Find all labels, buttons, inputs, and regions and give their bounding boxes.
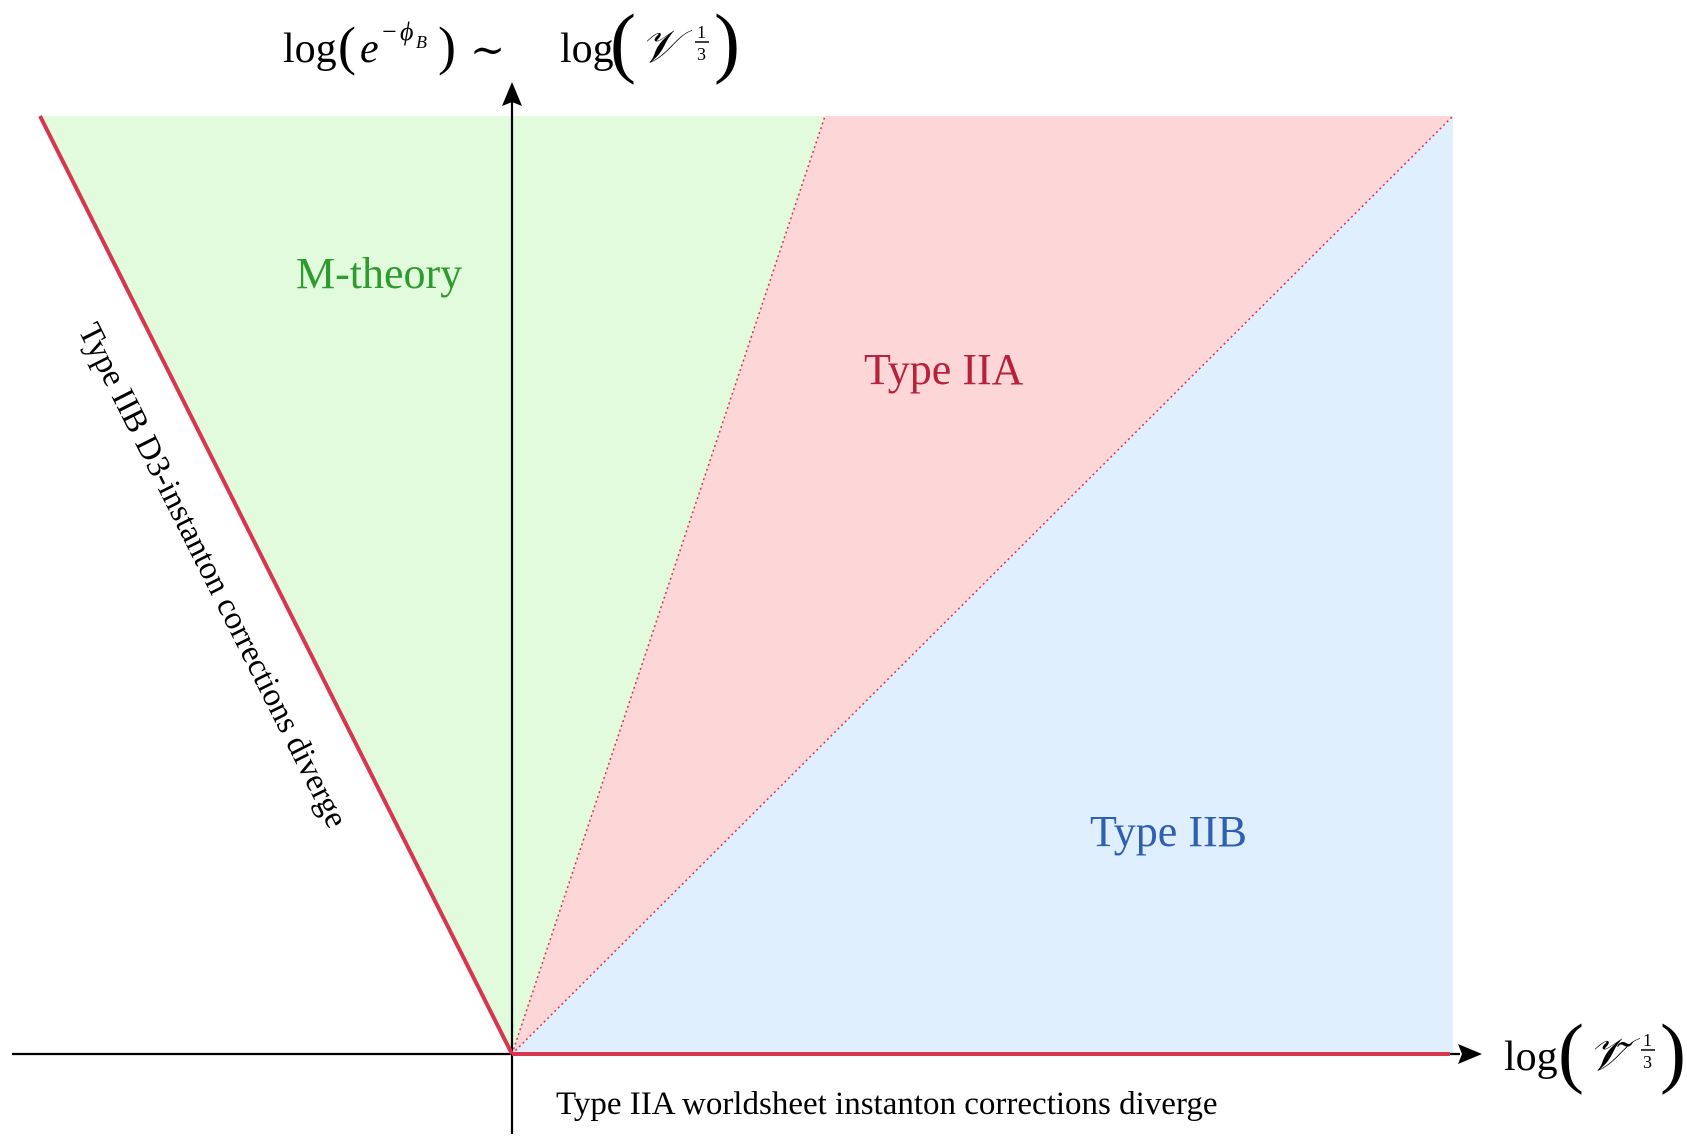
svg-text:): ) (1660, 1008, 1686, 1095)
svg-text:1: 1 (1643, 1030, 1652, 1050)
svg-text:(: ( (338, 16, 356, 76)
svg-text:e: e (360, 26, 379, 72)
m-theory-region (40, 116, 825, 1054)
svg-text:): ) (438, 16, 456, 76)
type-iia-label: Type IIA (864, 345, 1024, 394)
iia-iib-divider (511, 115, 1454, 1055)
svg-text:log: log (1504, 1034, 1558, 1080)
svg-text:−: − (382, 17, 397, 46)
x-axis-label: log ( 𝒱̃ 1 3 ) (1504, 1008, 1686, 1095)
x-axis-arrowhead (1458, 1044, 1482, 1064)
svg-text:log: log (283, 26, 337, 72)
svg-text:3: 3 (1643, 1052, 1652, 1072)
svg-text:ϕ: ϕ (400, 17, 413, 46)
svg-text:): ) (714, 0, 740, 85)
svg-text:1: 1 (697, 22, 706, 42)
svg-text:(: ( (610, 0, 636, 85)
svg-text:log: log (560, 26, 614, 72)
svg-text:∼: ∼ (470, 28, 505, 74)
y-axis-label: log ( e − ϕ B ) ∼ log ( 𝒱 1 3 ) (283, 0, 740, 85)
svg-text:3: 3 (697, 44, 706, 64)
svg-text:(: ( (1558, 1008, 1584, 1095)
svg-text:𝒱: 𝒱 (640, 21, 693, 72)
type-iib-label: Type IIB (1090, 807, 1247, 856)
svg-text:𝒱̃: 𝒱̃ (1588, 1029, 1641, 1080)
svg-text:B: B (416, 32, 427, 52)
d3-instanton-boundary-line (38, 115, 514, 1055)
m-theory-label: M-theory (296, 249, 462, 298)
y-axis-arrowhead (502, 82, 522, 106)
worldsheet-instanton-boundary-label: Type IIA worldsheet instanton correction… (556, 1086, 1217, 1122)
